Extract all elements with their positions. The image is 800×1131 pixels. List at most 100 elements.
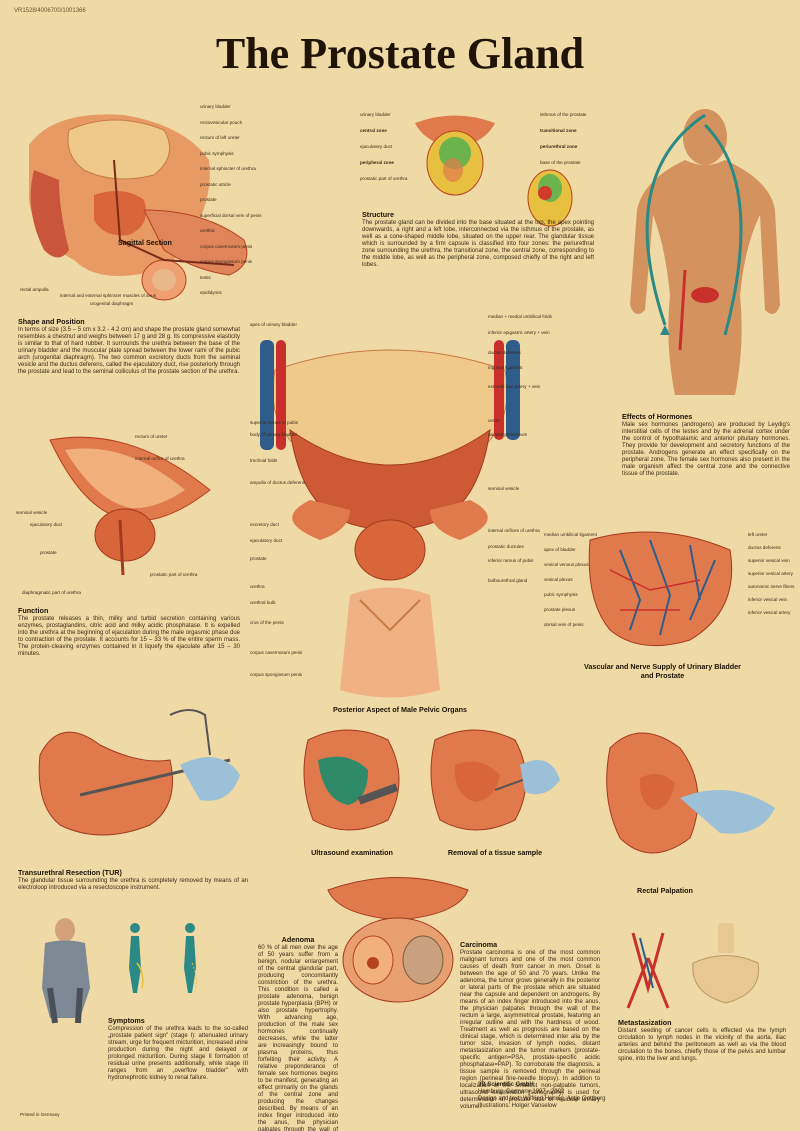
label-posterior-left-9: urethral bulb	[250, 600, 276, 605]
label-structure-0: urinary bladder	[360, 112, 391, 117]
ultrasound-caption: Ultrasound examination	[311, 848, 393, 857]
label-sagittal-13: rectal ampulla	[20, 287, 49, 292]
poster-title: The Prostate Gland	[215, 29, 585, 78]
label-posterior-right-5: ureter	[488, 418, 501, 423]
structure-text: The prostate gland can be divided into t…	[362, 220, 594, 268]
sagittal-section-illustration	[29, 114, 248, 301]
vascular-caption: Vascular and Nerve Supply of Urinary Bla…	[584, 662, 741, 680]
label-vascular-left-0: median umbilical ligament	[544, 532, 597, 537]
tur-illustration	[38, 709, 240, 836]
shape-position-section: Shape and Position In terms of size (3.5…	[18, 317, 240, 376]
symptoms-illustration	[42, 918, 197, 1024]
hormones-text: Male sex hormones (androgens) are produc…	[622, 422, 790, 477]
label-posterior-left-0: apex of urinary bladder	[250, 322, 297, 327]
label-posterior-right-0: median + medial umbilical folds	[488, 314, 552, 319]
tur-section: Transurethral Resection (TUR) The glandu…	[18, 868, 248, 892]
structure-heading: Structure	[362, 210, 394, 219]
label-vascular-right-5: inferior vesical vein	[748, 597, 788, 602]
function-heading: Function	[18, 606, 49, 615]
label-posterior-left-8: urethra	[250, 584, 265, 589]
metastasization-section: Metastasization Distant seeding of cance…	[618, 1018, 786, 1063]
carcinoma-section: Carcinoma Prostate carcinoma is one of t…	[460, 940, 600, 1111]
label-sagittal-12: epididymis	[200, 290, 222, 295]
label-structure-3: peripheral zone	[360, 160, 394, 165]
label-sagittal-9: corpus cavernosum penis	[200, 243, 253, 249]
label-posterior-right-11: bulbourethral gland	[488, 578, 528, 583]
label-sagittal-5: prostatic utricle	[200, 181, 231, 187]
tissue-sample-illustration	[430, 729, 560, 831]
label-vascular-right-6: inferior vesical artery	[748, 610, 791, 615]
label-function-1: internal orifice of urethra	[135, 456, 185, 461]
label-sagittal-6: prostate	[200, 197, 217, 202]
adenoma-section: Adenoma 60 % of all men over the age of …	[258, 935, 338, 1131]
label-posterior-right-6: parietal peritoneum	[488, 432, 528, 437]
label-vascular-right-3: superior vesical artery	[748, 571, 793, 576]
publisher-name: 3B Scientific GmbH	[478, 1082, 534, 1088]
label-structure-4: prostatic part of urethra	[360, 176, 408, 181]
label-vascular-left-1: apex of bladder	[544, 547, 576, 552]
label-posterior-right-8: internal orifices of urethra	[488, 528, 540, 533]
tur-heading: Transurethral Resection (TUR)	[18, 868, 122, 877]
label-posterior-left-12: corpus spongiosum penis	[250, 672, 303, 677]
label-vascular-right-0: left ureter	[748, 532, 768, 537]
label-structure-5: isthmus of the prostate	[540, 112, 587, 117]
sagittal-caption: Sagittal Section	[118, 238, 172, 247]
posterior-aspect-illustration	[260, 340, 520, 698]
ultrasound-illustration	[303, 729, 400, 831]
posterior-caption: Posterior Aspect of Male Pelvic Organs	[333, 705, 467, 714]
adenoma-heading: Adenoma	[281, 935, 315, 944]
publisher-line-2: Design and text: Wilfried Hennig, Antje …	[478, 1096, 606, 1102]
label-posterior-left-6: ejaculatory duct	[250, 538, 283, 543]
label-vascular-left-2: vesical venous plexus	[544, 562, 589, 567]
label-structure-8: base of the prostate	[540, 160, 581, 165]
label-vascular-left-5: prostate plexus	[544, 607, 576, 612]
label-posterior-right-1: inferior epigastric artery + vein	[488, 330, 550, 335]
hormones-heading: Effects of Hormones	[622, 412, 693, 421]
structure-section: Structure The prostate gland can be divi…	[362, 210, 594, 269]
label-posterior-left-11: corpus cavernosum penis	[250, 650, 303, 655]
adenoma-carcinoma-illustration	[327, 877, 469, 1003]
label-sagittal-1: rectovesicular pouch	[200, 119, 243, 125]
male-figure-hormones-illustration	[630, 109, 780, 395]
label-sagittal-8: urethra	[200, 228, 215, 233]
publisher-block: 3B Scientific GmbH Hamburg, Germany 1997…	[478, 1082, 608, 1110]
label-structure-7: periurethral zone	[540, 144, 578, 149]
label-posterior-right-4: external iliac artery + vein	[488, 384, 541, 389]
label-vascular-right-2: superior vesical vein	[748, 558, 790, 563]
label-sagittal-3: pubic symphysis	[200, 150, 234, 156]
carcinoma-heading: Carcinoma	[460, 940, 498, 949]
shape-position-heading: Shape and Position	[18, 317, 85, 326]
shape-position-text: In terms of size (3.5 – 5 cm x 3.2 - 4.2…	[18, 327, 240, 375]
label-posterior-left-7: prostate	[250, 556, 267, 561]
label-sagittal-4: internal sphincter of urethra	[200, 166, 256, 171]
label-posterior-left-4: ampulla of ductus deferens	[250, 480, 306, 485]
label-structure-2: ejaculatory duct	[360, 144, 393, 149]
symptoms-section: Symptoms Compression of the urethra lead…	[108, 1016, 248, 1082]
label-sagittal-10: corpus spongiosum penis	[200, 259, 253, 264]
tur-text: The glandular tissue surrounding the ure…	[18, 878, 248, 891]
label-posterior-right-10: inferior ramus of pubis	[488, 558, 534, 563]
rectal-palpation-illustration	[606, 732, 775, 854]
function-text: The prostate releases a thin, milky and …	[18, 616, 240, 657]
label-vascular-left-4: pubic symphysis	[544, 592, 578, 597]
label-sagittal-15: urogenital diaphragm	[90, 301, 134, 306]
symptoms-text: Compression of the urethra leads to the …	[108, 1026, 248, 1081]
label-posterior-left-5: excretory duct	[250, 522, 279, 527]
label-function-0: rectum of ureter	[135, 434, 168, 439]
label-posterior-right-2: ductus deferens	[488, 350, 521, 355]
label-sagittal-14: internal and external sphincter muscles …	[60, 293, 157, 298]
label-structure-6: transitional zone	[540, 128, 577, 133]
carcinoma-text: Prostate carcinoma is one of the most co…	[460, 950, 600, 1110]
label-sagittal-11: testis	[200, 274, 211, 280]
hormones-section: Effects of Hormones Male sex hormones (a…	[622, 412, 790, 478]
tissue-sample-caption: Removal of a tissue sample	[447, 848, 543, 857]
label-posterior-left-3: trochoid folds	[250, 458, 278, 463]
label-structure-1: central zone	[360, 128, 387, 133]
metastasization-heading: Metastasization	[618, 1018, 672, 1027]
label-sagittal-2: rectum of left ureter	[200, 135, 240, 140]
adenoma-text: 60 % of all men over the age of 50 years…	[258, 945, 338, 1131]
symptoms-heading: Symptoms	[108, 1016, 145, 1025]
label-sagittal-0: urinary bladder	[200, 104, 231, 109]
metastasization-text: Distant seeding of cancer cells is effec…	[618, 1028, 786, 1062]
